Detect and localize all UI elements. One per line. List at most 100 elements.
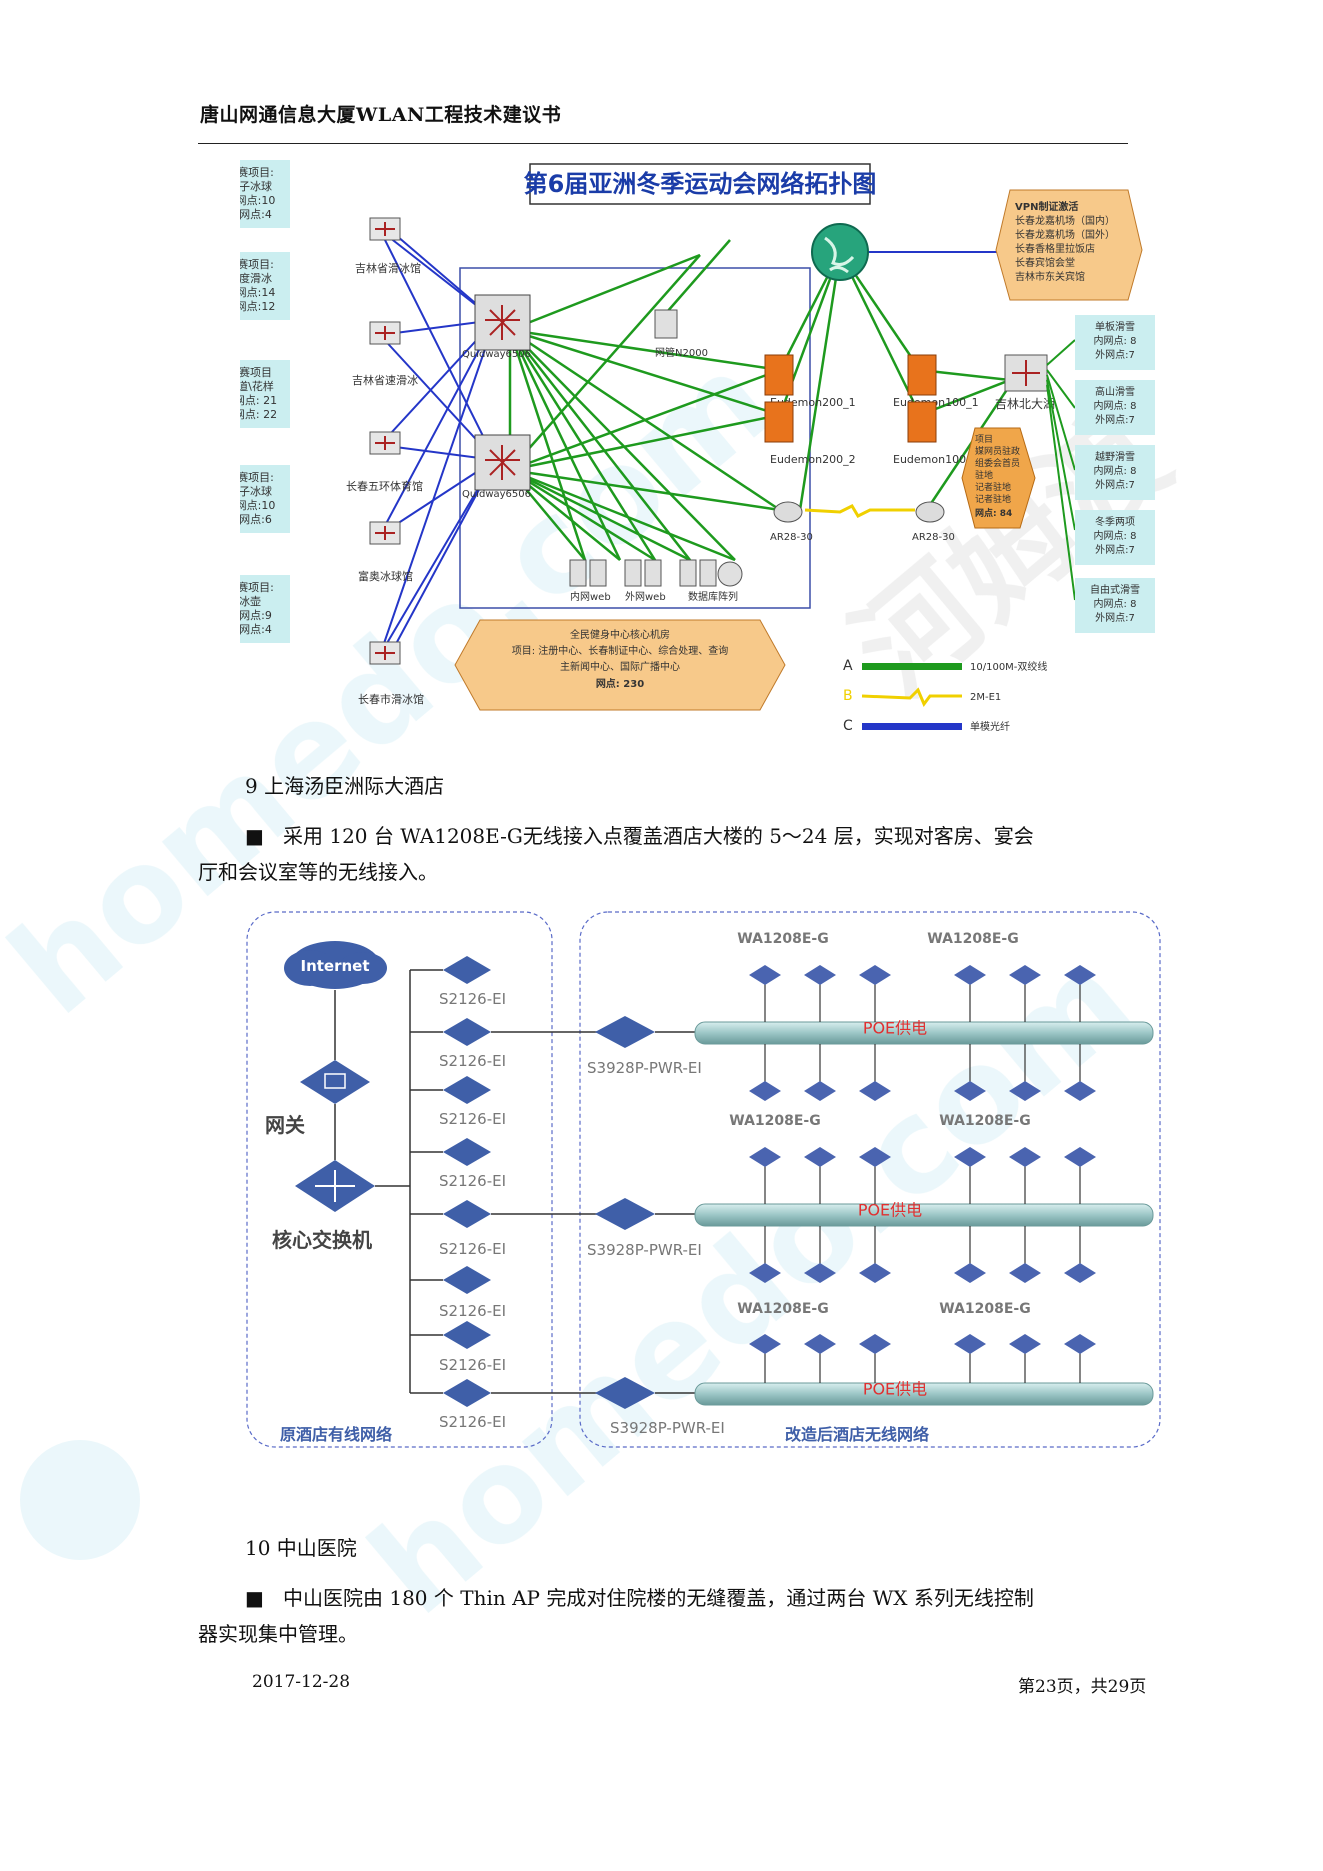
access-point-icon bbox=[1009, 1334, 1041, 1354]
svg-text:内网点: 21: 内网点: 21 bbox=[240, 393, 277, 407]
diagram-title: 第6届亚洲冬季运动会网络拓扑图 bbox=[524, 170, 877, 198]
ap-group-label: WA1208E-G bbox=[927, 931, 1018, 947]
server-icon bbox=[699, 559, 717, 587]
switch-icon bbox=[410, 1321, 491, 1349]
svg-text:全民健身中心核心机房: 全民健身中心核心机房 bbox=[570, 628, 670, 641]
access-point-icon bbox=[1064, 1081, 1096, 1101]
switch-icon bbox=[369, 521, 401, 545]
access-point-icon bbox=[1064, 1263, 1096, 1283]
core-center-box bbox=[454, 619, 786, 711]
svg-text:外网点:7: 外网点:7 bbox=[1095, 414, 1135, 426]
core-label: Quidway6506 bbox=[462, 489, 531, 500]
network-topology-diagram: 第6届亚洲冬季运动会网络拓扑图 比赛项目: 女子冰球 bbox=[240, 160, 1155, 734]
footer-page-number: 第23页，共29页 bbox=[1018, 1677, 1147, 1697]
router-icon bbox=[915, 501, 945, 523]
core-center-box-text: 全民健身中心核心机房 项目: 注册中心、长春制证中心、综合处理、查询 主新闻中心… bbox=[512, 628, 729, 690]
svg-text:比赛项目:: 比赛项目: bbox=[240, 580, 274, 594]
svg-text:自由式滑雪: 自由式滑雪 bbox=[1090, 583, 1140, 596]
section-10-heading: 10 中山医院 bbox=[245, 1536, 357, 1560]
access-point-icon bbox=[1064, 1334, 1096, 1354]
venue-label: 长春五环体育馆 bbox=[346, 479, 423, 493]
svg-text:女子冰球: 女子冰球 bbox=[240, 179, 272, 193]
access-point-icon bbox=[859, 965, 891, 985]
svg-text:内网点: 8: 内网点: 8 bbox=[1094, 464, 1137, 477]
access-point-icon bbox=[749, 1263, 781, 1283]
access-point-icon bbox=[954, 1081, 986, 1101]
access-point-icon bbox=[859, 1334, 891, 1354]
bullet: ■ bbox=[245, 824, 264, 848]
event-box-curling bbox=[240, 575, 290, 643]
poe-switch-label: S3928P-PWR-EI bbox=[587, 1059, 702, 1077]
svg-text:内网点:10: 内网点:10 bbox=[240, 193, 275, 207]
firewall-icon bbox=[907, 354, 937, 396]
server-icon bbox=[654, 309, 678, 339]
router-label: AR28-30 bbox=[770, 532, 813, 543]
left-event-boxes: 比赛项目: 女子冰球 内网点:10 外网点:4 比赛项目: 速度滑冰 内网点:1… bbox=[240, 160, 290, 643]
internet-cloud-icon bbox=[284, 941, 387, 989]
switch-icon bbox=[410, 1266, 491, 1294]
bullet: ■ bbox=[245, 1586, 264, 1610]
svg-text:越野滑雪: 越野滑雪 bbox=[1095, 450, 1135, 463]
wireless-region-label: 改造后酒店无线网络 bbox=[785, 1425, 929, 1444]
poe-bus bbox=[694, 1203, 1154, 1227]
server-group bbox=[569, 559, 743, 587]
svg-text:C: C bbox=[843, 718, 853, 734]
svg-text:短道\花样: 短道\花样 bbox=[240, 379, 274, 393]
venue-label: 富奥冰球馆 bbox=[358, 569, 413, 583]
header-rule bbox=[198, 143, 1128, 144]
diagram-title-box bbox=[529, 163, 871, 205]
poe-switch-icon bbox=[595, 1198, 655, 1230]
switch-icon bbox=[410, 1379, 491, 1407]
svg-text:比赛项目: 比赛项目 bbox=[240, 365, 272, 379]
svg-text:网点: 230: 网点: 230 bbox=[596, 677, 644, 690]
venue-label: 吉林省滑冰馆 bbox=[355, 261, 421, 275]
venue-switches: 吉林省滑冰馆 吉林省速滑冰 长春五环体育馆 富奥冰球馆 长春市滑冰馆 bbox=[346, 217, 424, 706]
svg-text:B: B bbox=[843, 688, 853, 704]
section-9-paragraph-line1: ■ 采用 120 台 WA1208E-G无线接入点覆盖酒店大楼的 5～24 层，… bbox=[245, 824, 1034, 848]
switch-label: S2126-EI bbox=[439, 1052, 506, 1070]
svg-text:比赛项目:: 比赛项目: bbox=[240, 257, 274, 271]
access-point-icon bbox=[954, 1263, 986, 1283]
event-box-women-hockey bbox=[240, 160, 290, 228]
core-label: Quidway6506 bbox=[462, 349, 531, 360]
svg-text:长春龙嘉机场（国外）: 长春龙嘉机场（国外） bbox=[1015, 228, 1115, 241]
switch-icon bbox=[369, 217, 401, 241]
server-icon bbox=[679, 559, 697, 587]
legend: A 10/100M-双绞线 B 2M-E1 C 单模光纤 bbox=[843, 658, 1047, 734]
switch-label: S2126-EI bbox=[439, 1110, 506, 1128]
gateway-icon bbox=[300, 1060, 370, 1104]
svg-text:长春宾馆会堂: 长春宾馆会堂 bbox=[1015, 256, 1075, 269]
access-point-icon bbox=[1009, 965, 1041, 985]
svg-text:冰壶: 冰壶 bbox=[240, 594, 261, 608]
access-point-icon bbox=[1009, 1147, 1041, 1167]
internet-globe-icon bbox=[811, 223, 869, 281]
svg-text:外网点:12: 外网点:12 bbox=[240, 300, 275, 313]
svg-text:外网点:6: 外网点:6 bbox=[240, 513, 272, 526]
svg-text:吉林市东关宾馆: 吉林市东关宾馆 bbox=[1015, 270, 1085, 283]
svg-text:外网点:7: 外网点:7 bbox=[1095, 349, 1135, 361]
svg-text:冬季两项: 冬季两项 bbox=[1095, 515, 1135, 528]
access-point-icon bbox=[749, 1147, 781, 1167]
switch-label: S2126-EI bbox=[439, 1302, 506, 1320]
access-points bbox=[749, 965, 1096, 1383]
event-box-men-hockey bbox=[240, 465, 290, 533]
svg-text:长春香格里拉饭店: 长春香格里拉饭店 bbox=[1015, 242, 1095, 255]
e1-link bbox=[804, 504, 915, 518]
access-point-icon bbox=[804, 1147, 836, 1167]
access-point-icon bbox=[804, 1263, 836, 1283]
access-point-icon bbox=[859, 1081, 891, 1101]
svg-text:比赛项目:: 比赛项目: bbox=[240, 165, 274, 179]
running-header: 唐山网通信息大厦WLAN工程技术建议书 bbox=[200, 104, 562, 126]
svg-text:外网点: 22: 外网点: 22 bbox=[240, 408, 277, 421]
venue-label: 长春市滑冰馆 bbox=[358, 692, 424, 706]
switch-label: S2126-EI bbox=[439, 1356, 506, 1374]
fiber-links bbox=[379, 229, 496, 656]
firewall-label: Eudemon200_2 bbox=[770, 453, 856, 466]
svg-text:内网点:10: 内网点:10 bbox=[240, 498, 275, 512]
wireless-network-region bbox=[579, 911, 1161, 1448]
switch-label: S2126-EI bbox=[439, 1413, 506, 1431]
switch-label: S2126-EI bbox=[439, 1172, 506, 1190]
svg-text:长春龙嘉机场（国内）: 长春龙嘉机场（国内） bbox=[1015, 214, 1115, 227]
poe-bus bbox=[694, 1021, 1154, 1045]
vpn-box bbox=[995, 189, 1143, 301]
